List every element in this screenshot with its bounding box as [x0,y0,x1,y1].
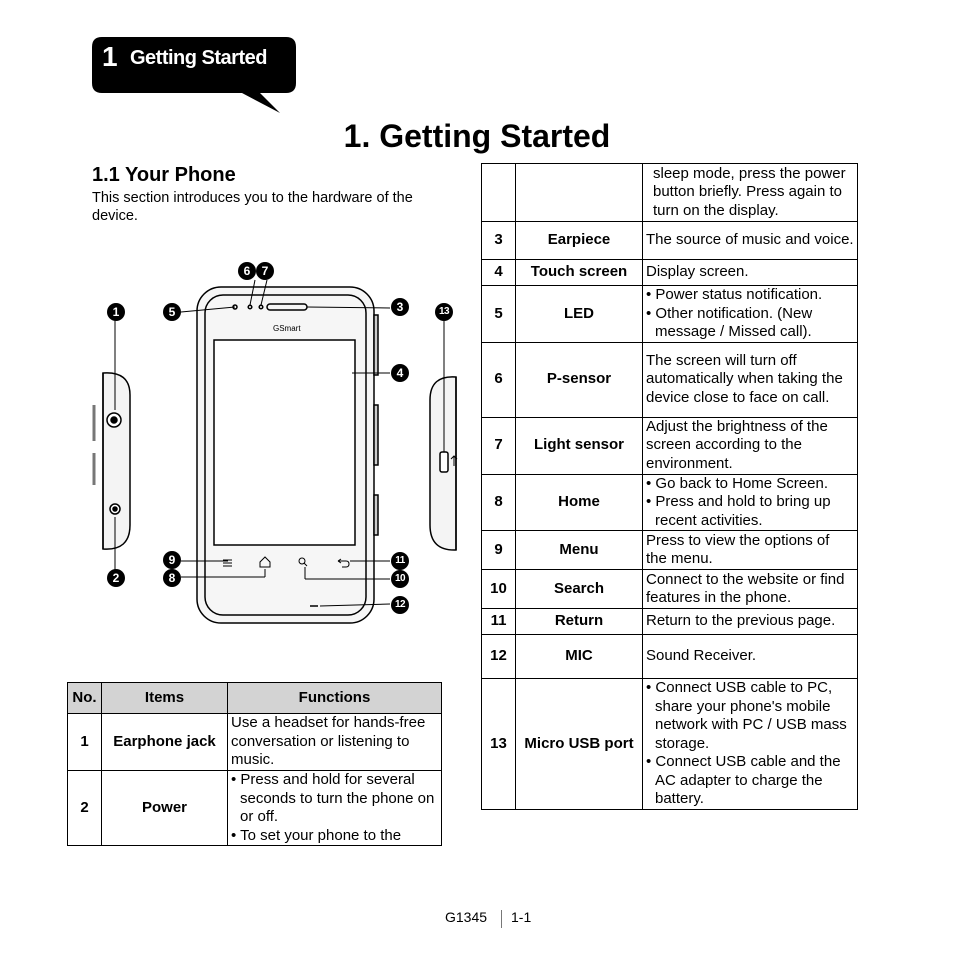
p-sensor-dot [247,304,253,310]
callout-5: 5 [163,303,181,321]
page-title: 1. Getting Started [343,118,611,154]
row-item: Return [515,608,643,635]
footer-model: G1345 [445,909,488,925]
row-no: 7 [481,416,516,475]
table-row: 10 Search Connect to the website or find… [481,569,858,609]
menu-key-icon [223,559,232,567]
row-item: Earphone jack [101,713,228,771]
footer-divider [501,910,502,928]
table-header-row: No. Items Functions [67,682,442,714]
row-no: 11 [481,608,516,635]
row-no: 2 [67,770,102,846]
table-row: 11 Return Return to the previous page. [481,608,858,635]
row-function: Display screen. [642,259,858,286]
table-row: 8 Home • Go back to Home Screen. • Press… [481,473,858,531]
row-item: MIC [515,634,643,679]
return-key-icon [337,558,350,568]
row-no [481,163,516,222]
row-function: Use a headset for hands-free conversatio… [227,713,442,771]
hardware-table-part-1: No. Items Functions 1 Earphone jack Use … [67,682,442,846]
callout-9: 9 [163,551,181,569]
callout-3: 3 [391,298,409,316]
row-function: • Connect USB cable to PC, share your ph… [642,678,858,810]
section-intro: This section introduces you to the hardw… [92,190,413,224]
left-side-view [102,372,131,550]
usb-symbol-icon [450,455,458,466]
table-row: 5 LED • Power status notification. • Oth… [481,285,858,343]
row-no: 9 [481,530,516,570]
row-item: Home [515,473,643,531]
row-item: P-sensor [515,341,643,418]
table-row: 2 Power • Press and hold for several sec… [67,770,442,846]
row-function: • Go back to Home Screen. • Press and ho… [642,473,858,531]
row-function: Connect to the website or find features … [642,569,858,609]
chapter-number: 1 [102,41,118,72]
row-function: Sound Receiver. [642,634,858,679]
row-item [515,163,643,222]
hardware-table-part-2: sleep mode, press the power button brief… [481,163,858,810]
callout-8: 8 [163,569,181,587]
table-row: 7 Light sensor Adjust the brightness of … [481,416,858,475]
callout-4: 4 [391,364,409,382]
section-title: 1.1 Your Phone [92,164,236,186]
micro-usb-port [439,451,449,473]
row-no: 12 [481,634,516,679]
row-no: 8 [481,473,516,531]
header-no: No. [67,682,102,714]
row-function: • Power status notification. • Other not… [642,285,858,343]
row-no: 4 [481,259,516,286]
row-no: 1 [67,713,102,771]
chapter-badge: 1 Getting Started [92,37,296,113]
row-item: Micro USB port [515,678,643,810]
row-item: Earpiece [515,221,643,260]
footer-page-number: 1-1 [511,909,532,925]
row-item: Menu [515,530,643,570]
row-item: Touch screen [515,259,643,286]
callout-6: 6 [238,262,256,280]
brand-logo: GSmart [273,324,301,333]
callout-11: 11 [391,552,409,570]
row-no: 13 [481,678,516,810]
speech-bubble-shape [92,37,296,113]
row-function: Return to the previous page. [642,608,858,635]
row-function: • Press and hold for several seconds to … [227,770,442,846]
callout-13: 13 [435,303,453,321]
home-key-icon [259,556,271,568]
table-row: 1 Earphone jack Use a headset for hands-… [67,713,442,771]
chapter-label: Getting Started [130,47,267,69]
callout-7: 7 [256,262,274,280]
row-function: sleep mode, press the power button brief… [642,163,858,222]
touch-screen [213,339,356,546]
row-no: 6 [481,341,516,418]
table-row: 9 Menu Press to view the options of the … [481,530,858,570]
header-items: Items [101,682,228,714]
row-item: Light sensor [515,416,643,475]
row-function: Press to view the options of the menu. [642,530,858,570]
callout-1: 1 [107,303,125,321]
row-no: 5 [481,285,516,343]
row-no: 10 [481,569,516,609]
callout-12: 12 [391,596,409,614]
row-function: The source of music and voice. [642,221,858,260]
table-row: sleep mode, press the power button brief… [481,163,858,222]
row-item: Power [101,770,228,846]
row-no: 3 [481,221,516,260]
callout-2: 2 [107,569,125,587]
row-function: Adjust the brightness of the screen acco… [642,416,858,475]
table-row: 6 P-sensor The screen will turn off auto… [481,341,858,418]
row-function: The screen will turn off automatically w… [642,341,858,418]
table-row: 4 Touch screen Display screen. [481,259,858,286]
row-item: LED [515,285,643,343]
phone-diagram: GSmart [92,279,458,624]
table-row: 3 Earpiece The source of music and voice… [481,221,858,260]
table-row: 12 MIC Sound Receiver. [481,634,858,679]
search-key-icon [298,557,306,565]
row-item: Search [515,569,643,609]
header-functions: Functions [227,682,442,714]
table-row: 13 Micro USB port • Connect USB cable to… [481,678,858,810]
light-sensor-dot [258,304,264,310]
callout-10: 10 [391,570,409,588]
